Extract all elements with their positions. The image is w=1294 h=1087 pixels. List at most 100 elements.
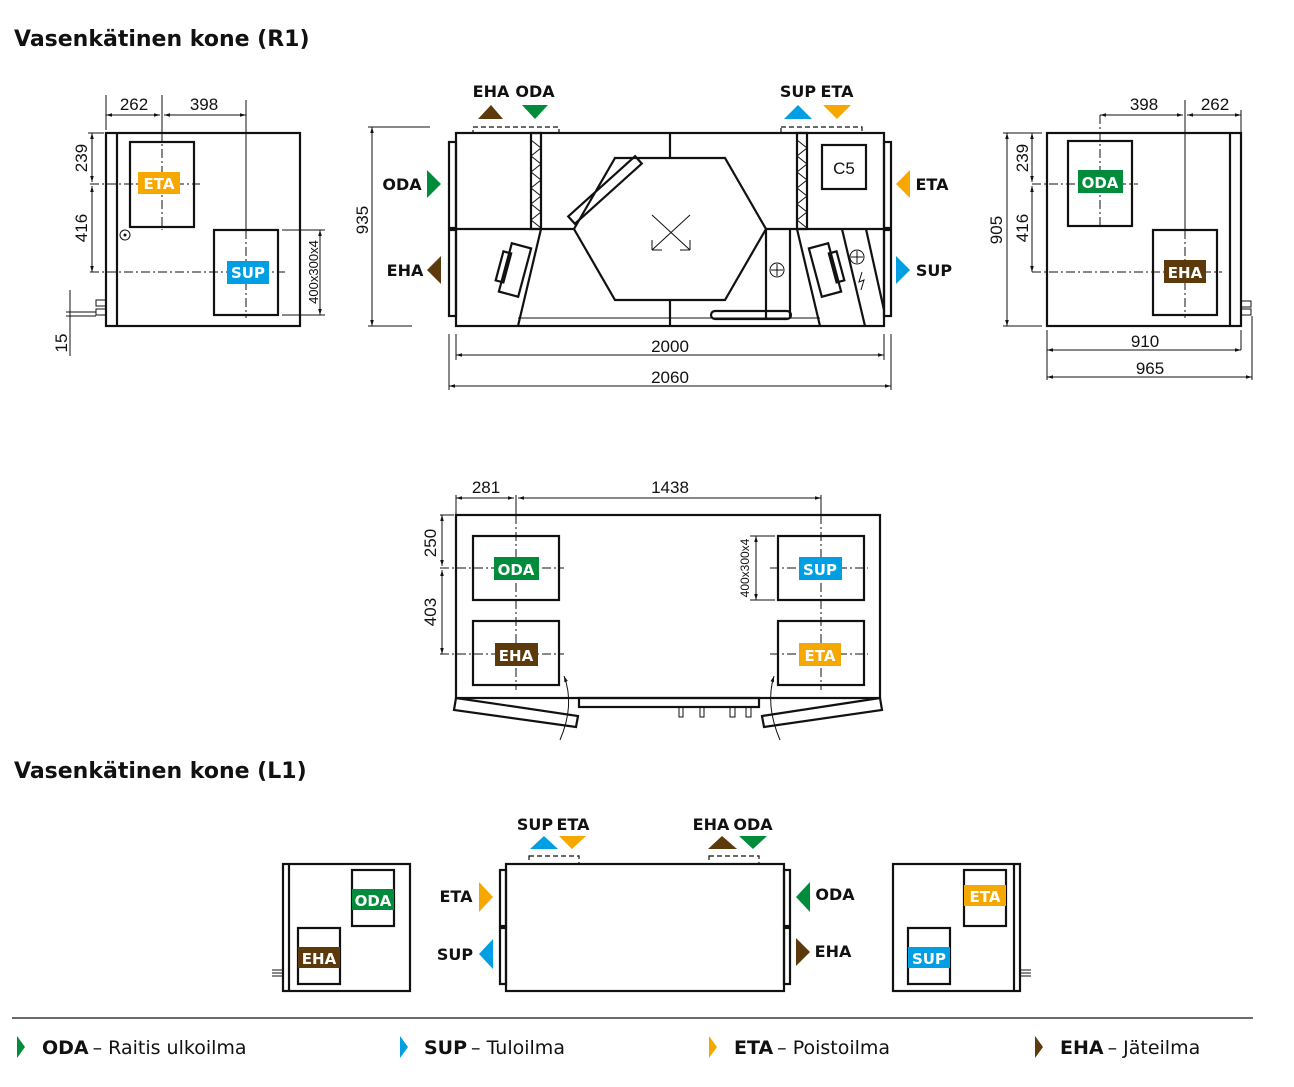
flow-label-sup-left: SUP	[437, 945, 474, 964]
dim-398: 398	[1130, 95, 1158, 114]
oda-left-arrow-icon	[796, 882, 810, 912]
component-label: C5	[833, 159, 855, 178]
flow-label-eta-left: ETA	[440, 887, 474, 906]
eta-left-arrow-icon	[896, 170, 910, 198]
tag-eha: EHA	[1164, 260, 1206, 283]
sup-up-arrow-icon	[784, 105, 812, 119]
dim-262: 262	[120, 95, 148, 114]
eha-up-arrow-icon	[478, 105, 503, 119]
dim-398: 398	[190, 95, 218, 114]
svg-text:EHA: EHA	[1168, 264, 1203, 282]
eta-right-arrow-icon	[479, 882, 493, 912]
flow-label-oda-top: ODA	[733, 815, 773, 834]
eha-up-arrow-icon	[708, 836, 737, 849]
eha-right-arrow-icon	[796, 938, 810, 966]
tag-sup: SUP	[799, 557, 842, 580]
unit-outline	[1045, 131, 1243, 328]
tag-sup: SUP	[908, 947, 950, 968]
door-left	[452, 696, 580, 729]
flow-label-sup-right: SUP	[916, 261, 953, 280]
flow-label-eta-right: ETA	[916, 175, 950, 194]
flow-label-eta-top: ETA	[821, 82, 855, 101]
svg-text:EHA: EHA	[302, 950, 337, 968]
svg-text:ETA: ETA	[970, 888, 1001, 906]
door-right	[760, 696, 884, 729]
svg-text:ETA: ETA	[805, 647, 836, 665]
dim-239: 239	[1013, 144, 1032, 172]
svg-text:EHA: EHA	[499, 647, 534, 665]
svg-text:EHA– Jäteilma: EHA– Jäteilma	[1060, 1037, 1200, 1059]
duct-size-label: 400x300x4	[306, 240, 321, 304]
svg-text:ODA: ODA	[498, 561, 535, 579]
tag-oda: ODA	[1078, 170, 1123, 193]
heat-exchanger	[572, 156, 768, 302]
eta-down-arrow-icon	[823, 105, 851, 119]
tag-eha: EHA	[298, 947, 340, 968]
flow-label-eha-right: EHA	[815, 942, 852, 961]
svg-text:ODA– Raitis ulkoilma: ODA– Raitis ulkoilma	[42, 1037, 247, 1059]
eha-left-arrow-icon	[427, 256, 441, 284]
dim-905: 905	[987, 216, 1006, 244]
flow-label-oda-left: ODA	[382, 175, 422, 194]
unit-outline	[454, 513, 882, 700]
l1-right-end-view: ETA SUP	[891, 862, 1031, 993]
unit-outline	[504, 862, 786, 993]
flow-label-eha-top: EHA	[473, 82, 510, 101]
flow-label-eha-top: EHA	[693, 815, 730, 834]
legend-item-eha: EHA– Jäteilma	[1035, 1036, 1200, 1059]
sup-arrow-icon	[400, 1036, 408, 1058]
tag-oda: ODA	[494, 557, 539, 580]
dim-2000: 2000	[651, 337, 689, 356]
dim-910: 910	[1131, 332, 1159, 351]
sup-left-arrow-icon	[479, 939, 493, 969]
dim-281: 281	[472, 478, 500, 497]
legend-item-oda: ODA– Raitis ulkoilma	[17, 1036, 247, 1059]
flow-label-oda-top: ODA	[515, 82, 555, 101]
svg-text:ETA– Poistoilma: ETA– Poistoilma	[734, 1037, 890, 1059]
svg-text:SUP– Tuloilma: SUP– Tuloilma	[424, 1037, 565, 1059]
dim-1438: 1438	[651, 478, 689, 497]
oda-down-arrow-icon	[739, 836, 767, 849]
r1-right-end-view: 398 262 905 239 416 910 965 ODA EHA	[987, 95, 1253, 380]
dim-15: 15	[52, 334, 71, 353]
r1-front-view: C5 EHA ODA SUP ETA ODA EHA ETA SUP 935 2…	[353, 82, 952, 390]
eta-arrow-icon	[709, 1036, 717, 1058]
dim-2060: 2060	[651, 368, 689, 387]
flow-label-sup-top: SUP	[517, 815, 554, 834]
crossflow-arrows	[651, 214, 691, 251]
c5-component	[820, 143, 868, 191]
dim-935: 935	[353, 206, 372, 234]
flow-label-oda-right: ODA	[815, 885, 855, 904]
oda-right-arrow-icon	[427, 170, 441, 198]
r1-left-end-view: 262 398 239 416 400x300x4 15 ETA SUP	[52, 95, 325, 356]
dim-965: 965	[1136, 359, 1164, 378]
svg-text:SUP: SUP	[912, 950, 946, 968]
tag-oda: ODA	[352, 889, 394, 910]
section-title-r1: Vasenkätinen kone (R1)	[14, 27, 310, 52]
unit-outline	[891, 862, 1022, 993]
flow-label-eha-left: EHA	[387, 261, 424, 280]
duct-size-label: 400x300x4	[738, 538, 752, 597]
tag-eta: ETA	[138, 172, 180, 194]
svg-text:ODA: ODA	[1082, 174, 1119, 192]
tag-sup: SUP	[227, 261, 269, 284]
l1-left-end-view: ODA EHA	[272, 862, 412, 993]
fan-left	[494, 241, 533, 299]
l1-front-view: SUP ETA EHA ODA ETA SUP ODA EHA	[437, 815, 855, 993]
svg-text:ETA: ETA	[144, 175, 175, 193]
dim-262: 262	[1201, 95, 1229, 114]
fan-right	[807, 241, 846, 299]
dim-416: 416	[1013, 214, 1032, 242]
legend: ODA– Raitis ulkoilma SUP– Tuloilma ETA– …	[17, 1036, 1200, 1059]
legend-item-eta: ETA– Poistoilma	[709, 1036, 890, 1059]
eta-down-arrow-icon	[559, 836, 586, 849]
dim-403: 403	[421, 598, 440, 626]
sup-up-arrow-icon	[530, 836, 558, 849]
oda-down-arrow-icon	[522, 105, 548, 119]
sup-right-arrow-icon	[896, 256, 910, 284]
svg-text:SUP: SUP	[803, 561, 837, 579]
tag-eha: EHA	[495, 643, 538, 666]
oda-arrow-icon	[17, 1036, 25, 1058]
unit-outline	[281, 862, 412, 993]
